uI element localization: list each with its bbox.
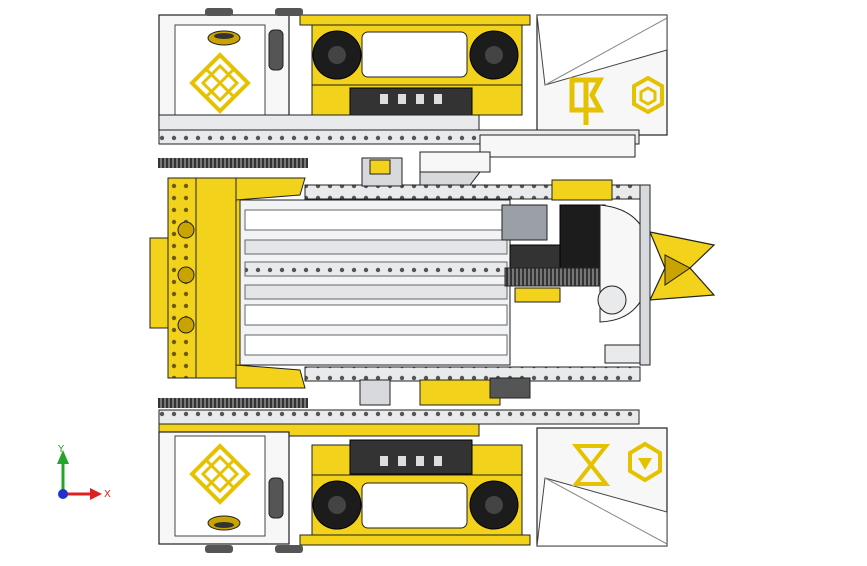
axis-x-label: X <box>104 489 111 500</box>
diamond-logo-icon <box>189 52 251 114</box>
front-claw <box>649 231 716 301</box>
hex-logo-icon <box>632 75 664 115</box>
hex-logo-icon <box>628 441 662 483</box>
axis-y-label: Y <box>57 444 65 455</box>
bottom-drive-module <box>158 8 668 553</box>
diamond-logo-icon <box>189 443 251 505</box>
triad-axis-icon[interactable]: Y X <box>57 444 111 500</box>
central-chassis <box>149 151 716 408</box>
letter-logo-icon <box>571 444 611 486</box>
top-drive-module <box>158 14 668 158</box>
letter-logo-icon <box>569 77 605 125</box>
